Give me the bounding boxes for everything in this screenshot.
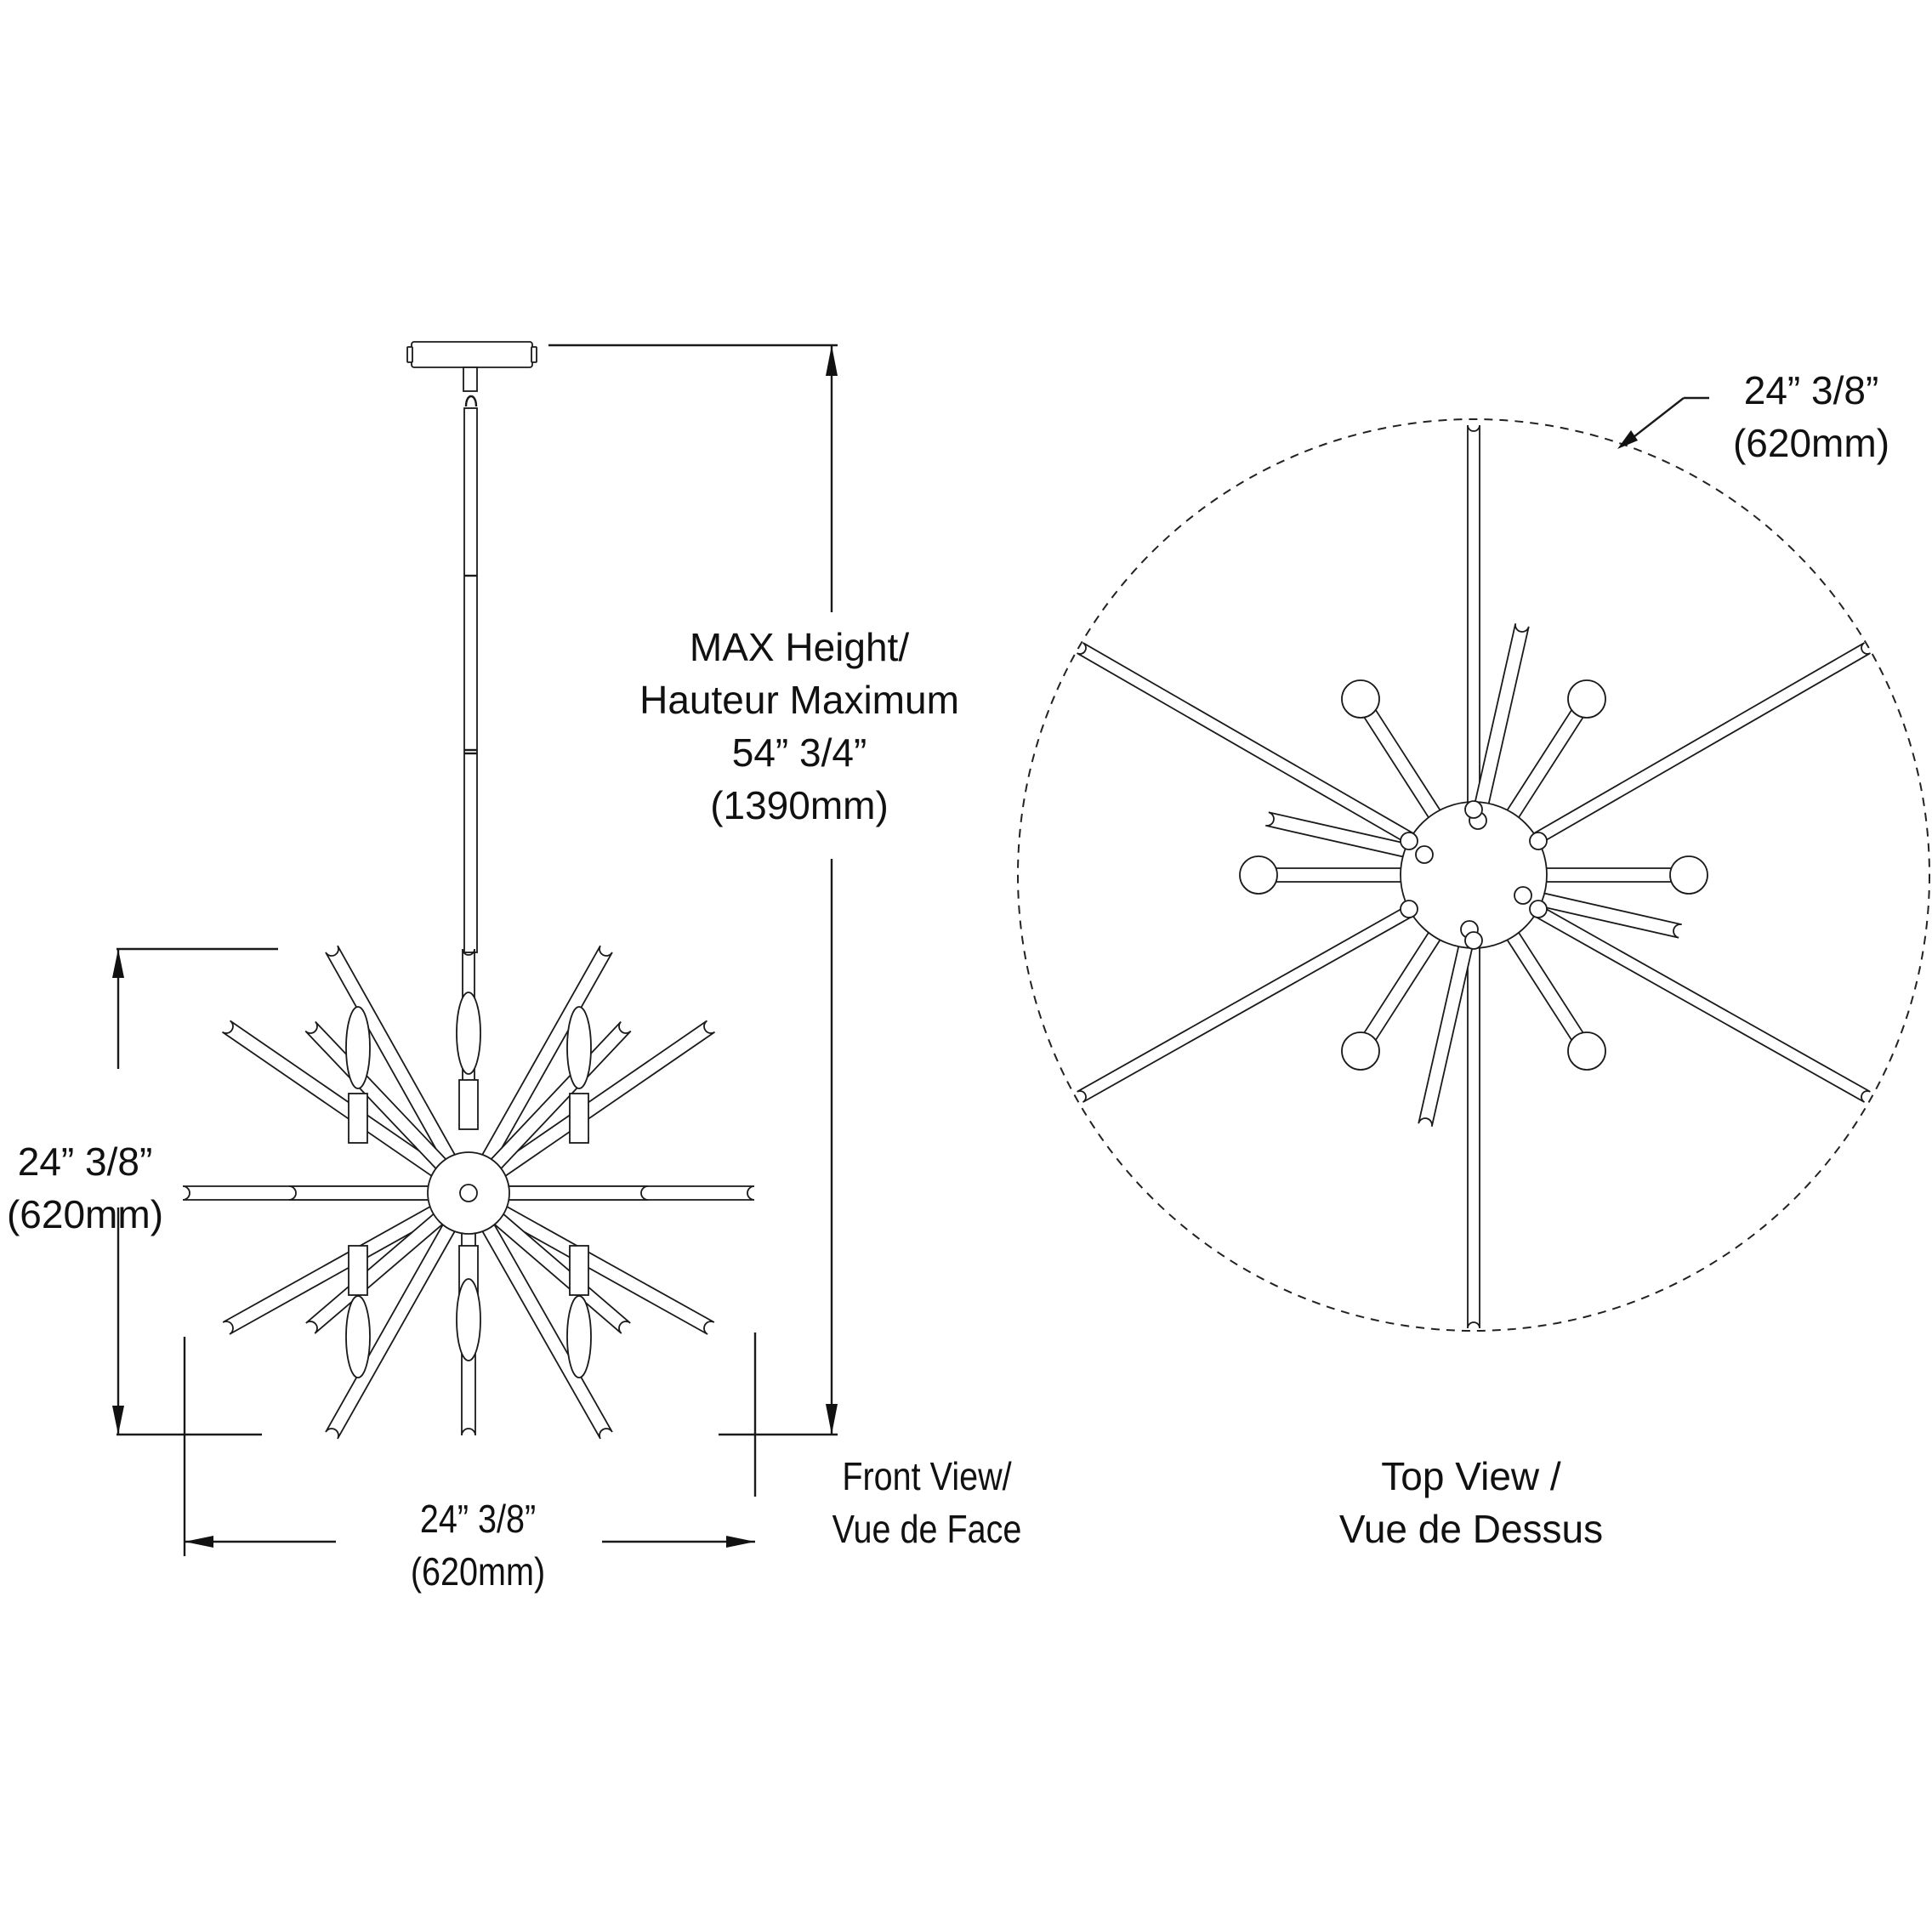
max-height-line2: Hauteur Maximum [639,678,959,722]
diameter-metric: (620mm) [1732,421,1890,465]
top-view-caption-line2: Vue de Dessus [1338,1507,1604,1551]
front-view [112,341,838,1556]
height-imperial: 24” 3/8” [17,1139,153,1184]
top-view-caption-line1: Top View / [1381,1454,1561,1498]
diameter-imperial: 24” 3/8” [1743,368,1879,412]
max-height-dimension [548,344,838,1497]
diameter-dimension-label: 24” 3/8” (620mm) [1718,364,1905,469]
width-dimension [185,1536,755,1548]
width-imperial: 24” 3/8” [419,1497,537,1541]
max-height-label: MAX Height/ Hauteur Maximum 54” 3/4” (13… [612,621,986,832]
diameter-circle [1017,418,1930,1332]
max-height-imperial: 54” 3/4” [731,730,867,775]
width-dimension-label: 24” 3/8” (620mm) [397,1492,558,1598]
chandelier-top [1077,424,1871,1329]
diameter-leader [1617,396,1709,449]
max-height-metric: (1390mm) [710,783,889,827]
canopy [406,341,537,407]
max-height-line1: MAX Height/ [689,625,910,669]
height-dimension [112,947,278,1556]
front-view-caption: Front View/ Vue de Face [810,1450,1043,1555]
top-view [1017,396,1930,1332]
width-metric: (620mm) [410,1549,546,1594]
front-view-caption-line1: Front View/ [842,1454,1012,1498]
chandelier-front [182,945,755,1440]
height-dimension-label: 24” 3/8” (620mm) [0,1135,170,1241]
height-metric: (620mm) [6,1192,164,1236]
downrod [463,407,478,953]
front-view-caption-line2: Vue de Face [832,1507,1022,1551]
top-view-caption: Top View / Vue de Dessus [1310,1450,1633,1555]
